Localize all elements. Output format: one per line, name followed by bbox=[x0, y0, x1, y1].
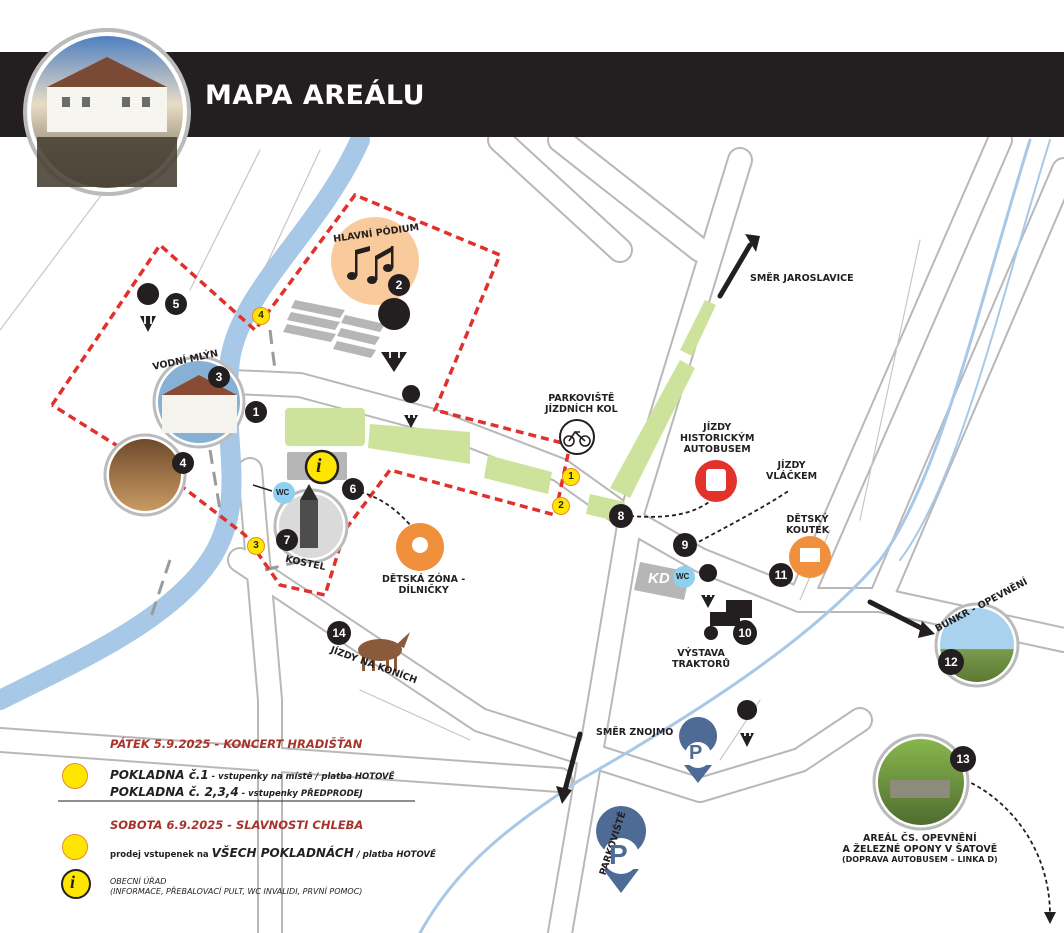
label-detsky-koutek: DĚTSKÝ KOUTEK bbox=[786, 514, 829, 536]
label-vystava-line2: TRAKTORŮ bbox=[672, 659, 731, 670]
legend-info-icon-bg bbox=[61, 869, 91, 899]
kids-zone-face-icon bbox=[412, 537, 428, 553]
bread-photo bbox=[103, 433, 187, 517]
bicycle-icon bbox=[563, 430, 591, 447]
playground-icon bbox=[800, 548, 820, 562]
restaurant-pins bbox=[137, 283, 758, 747]
legend-info-icon: i bbox=[70, 872, 76, 892]
marker-circles bbox=[165, 274, 976, 772]
connector-arrowhead bbox=[1044, 912, 1056, 924]
legend-saturday-note: prodej vstupenek na bbox=[110, 850, 212, 860]
legend-pokladna-1-title: POKLADNA č.1 bbox=[110, 768, 209, 782]
mill-photo bbox=[152, 355, 246, 449]
areal-photo bbox=[872, 733, 970, 831]
info-icon-bg bbox=[304, 449, 340, 485]
wc-pointer bbox=[252, 484, 273, 492]
pokladna-marker-3: 3 bbox=[247, 537, 265, 555]
label-parkoviste-kol: PARKOVIŠTĚ JÍZDNÍCH KOL bbox=[545, 393, 618, 415]
label-jizdy-vlackem: JÍZDY VLÁČKEM bbox=[766, 460, 817, 482]
legend-saturday-note2: / platba HOTOVĚ bbox=[353, 850, 436, 860]
label-detska-zona-line1: DĚTSKÁ ZÓNA - bbox=[382, 574, 466, 585]
legend-pokladna-1: POKLADNA č.1 - vstupenky na místě / plat… bbox=[110, 764, 394, 783]
parking-inner-2 bbox=[603, 838, 639, 874]
fork-knife-icons bbox=[144, 312, 751, 736]
marker-12: 12 bbox=[944, 655, 958, 669]
marker-10: 10 bbox=[738, 626, 752, 640]
label-jizdy-vlackem-line1: JÍZDY bbox=[777, 460, 806, 471]
label-detsky-koutek-line2: KOUTEK bbox=[786, 525, 830, 536]
page-title: MAPA AREÁLU bbox=[205, 80, 426, 111]
marker-3: 3 bbox=[215, 370, 223, 384]
marker-5: 5 bbox=[172, 297, 180, 311]
label-jizdy-bus-line3: AUTOBUSEM bbox=[683, 444, 751, 455]
marker-11: 11 bbox=[774, 568, 788, 582]
label-areal-line3: (DOPRAVA AUTOBUSEM – LINKA D) bbox=[842, 855, 998, 864]
horse-icon bbox=[358, 632, 410, 671]
marker-13: 13 bbox=[956, 752, 970, 766]
wc-icon-2: WC bbox=[676, 572, 690, 581]
label-vystava: VÝSTAVA TRAKTORŮ bbox=[672, 648, 730, 670]
marker-2: 2 bbox=[395, 278, 403, 292]
green-strips bbox=[285, 300, 716, 522]
legend-info-text: OBECNÍ ÚŘAD (INFORMACE, PŘEBALOVACÍ PULT… bbox=[110, 877, 362, 897]
direction-arrows bbox=[556, 234, 935, 804]
kd-building-label: KD bbox=[648, 570, 670, 587]
label-jizdy-bus-line1: JÍZDY bbox=[703, 422, 732, 433]
marker-7: 7 bbox=[283, 533, 291, 547]
legend-pokladna-dot-2 bbox=[62, 834, 88, 860]
parking-icon-1: P bbox=[689, 742, 703, 764]
label-areal: AREÁL ČS. OPEVNĚNÍ A ŽELEZNÉ OPONY V ŠAT… bbox=[842, 833, 998, 865]
label-smer-jaroslavice: SMĚR JAROSLAVICE bbox=[750, 273, 854, 284]
legend-pokladna-1-note: - vstupenky na místě / platba HOTOVĚ bbox=[208, 772, 395, 782]
dashed-paths bbox=[148, 329, 306, 621]
river bbox=[0, 130, 1051, 933]
legend-pokladna-234: POKLADNA č. 2,3,4 - vstupenky PŘEDPRODEJ bbox=[110, 781, 363, 800]
label-detska-zona-line2: DÍLNIČKY bbox=[398, 585, 449, 596]
legend-saturday-bold: VŠECH POKLADNÁCH bbox=[211, 846, 354, 860]
label-jizdy-bus: JÍZDY HISTORICKÝM AUTOBUSEM bbox=[680, 422, 754, 455]
pokladna-marker-2: 2 bbox=[552, 497, 570, 515]
legend-pokladna-234-note: - vstupenky PŘEDPRODEJ bbox=[238, 789, 363, 799]
label-areal-line1: AREÁL ČS. OPEVNĚNÍ bbox=[863, 833, 977, 844]
stage-seating bbox=[283, 300, 385, 358]
label-vystava-line1: VÝSTAVA bbox=[677, 648, 725, 659]
wc-icon-1: WC bbox=[276, 488, 290, 497]
bus-icon bbox=[706, 469, 726, 491]
label-areal-line2: A ŽELEZNÉ OPONY V ŠATOVĚ bbox=[842, 844, 998, 855]
parking-inner-1 bbox=[685, 742, 711, 768]
label-jizdy-bus-line2: HISTORICKÝM bbox=[680, 433, 755, 444]
label-detsky-koutek-line1: DĚTSKÝ bbox=[786, 514, 829, 525]
wc-icon-bg-1 bbox=[273, 482, 295, 504]
legend-pokladna-234-title: POKLADNA č. 2,3,4 bbox=[110, 785, 239, 799]
info-icon: i bbox=[316, 455, 322, 477]
marker-1: 1 bbox=[252, 405, 260, 419]
marker-8: 8 bbox=[617, 509, 625, 523]
label-jizdy-vlackem-line2: VLÁČKEM bbox=[766, 471, 818, 482]
legend-pokladna-dot-1 bbox=[62, 763, 88, 789]
pokladna-marker-4: 4 bbox=[252, 307, 270, 325]
legend-info-line2: (INFORMACE, PŘEBALOVACÍ PULT, WC INVALID… bbox=[110, 887, 363, 896]
legend-info-line1: OBECNÍ ÚŘAD bbox=[110, 877, 167, 886]
label-parkoviste-kol-line1: PARKOVIŠTĚ bbox=[548, 393, 615, 404]
legend-friday-title: PÁTEK 5.9.2025 - KONCERT HRADIŠŤAN bbox=[110, 737, 363, 751]
label-detska-zona: DĚTSKÁ ZÓNA - DÍLNIČKY bbox=[382, 574, 465, 596]
pokladna-marker-1: 1 bbox=[562, 468, 580, 486]
label-smer-znojmo: SMĚR ZNOJMO bbox=[596, 727, 674, 738]
marker-4: 4 bbox=[179, 456, 187, 470]
legend-saturday-line: prodej vstupenek na VŠECH POKLADNÁCH / p… bbox=[110, 842, 436, 861]
marker-14: 14 bbox=[332, 626, 346, 640]
label-parkoviste-kol-line2: JÍZDNÍCH KOL bbox=[545, 404, 618, 415]
parking-icon-2: P bbox=[609, 839, 628, 870]
marker-9: 9 bbox=[681, 538, 689, 552]
wc-icon-bg-2 bbox=[673, 566, 695, 588]
marker-6: 6 bbox=[349, 482, 357, 496]
legend-saturday-title: SOBOTA 6.9.2025 - SLAVNOSTI CHLEBA bbox=[110, 818, 364, 832]
music-notes-icon bbox=[347, 246, 394, 284]
header-photo-front bbox=[23, 28, 191, 196]
